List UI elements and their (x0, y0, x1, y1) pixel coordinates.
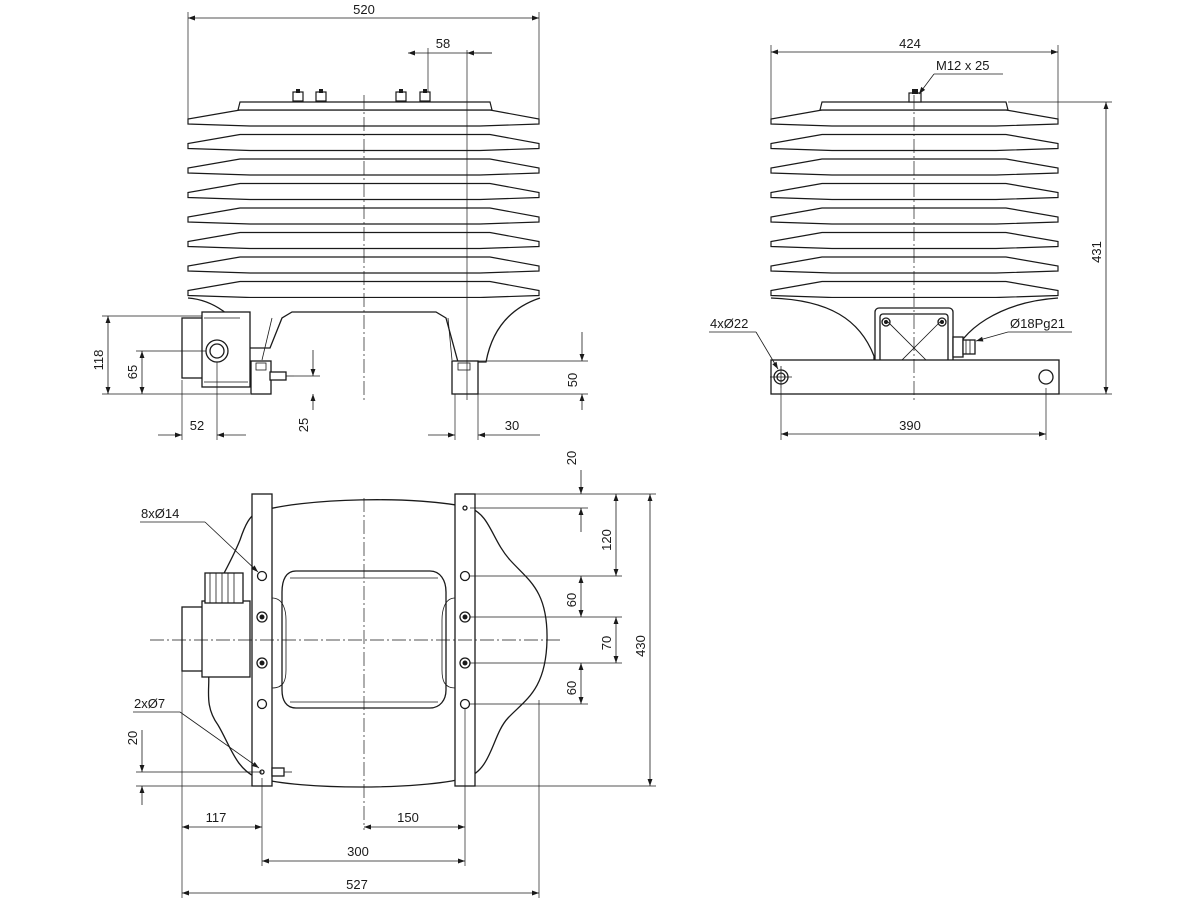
dim-box-offset: 52 (190, 418, 204, 433)
dim-spacing-60b: 60 (564, 681, 579, 695)
shed (187, 109, 540, 127)
dim-box-height: 65 (125, 365, 140, 379)
shed (187, 231, 540, 250)
dim-front-width: 520 (353, 2, 375, 17)
shed (770, 231, 1059, 250)
shed (770, 280, 1059, 299)
top-view: 20 120 60 70 60 430 8xØ14 2xØ7 20 117 15… (125, 451, 656, 898)
side-mount-hole-right (1038, 369, 1054, 385)
side-terminal (908, 92, 922, 103)
label-earth-holes: 2xØ7 (134, 696, 165, 711)
shed (187, 207, 540, 225)
top-terminal-box (181, 572, 251, 678)
dim-box-offset-117: 117 (206, 810, 227, 825)
side-view-sheds (770, 109, 1059, 299)
front-terminals (292, 89, 431, 102)
shed (187, 158, 540, 176)
side-base-plate (770, 359, 1060, 395)
front-earth-bolt (250, 360, 294, 395)
front-foot (451, 360, 479, 395)
dim-front-height: 118 (91, 350, 106, 371)
dim-bottom-offset: 20 (125, 731, 140, 745)
shed (187, 280, 540, 299)
front-view: 520 58 118 65 52 25 50 30 (91, 2, 588, 440)
shed (770, 207, 1059, 225)
shed (770, 109, 1059, 127)
label-top-mount-holes: 8xØ14 (141, 506, 179, 521)
dim-foot-height: 50 (565, 373, 580, 387)
dim-spacing-120: 120 (599, 529, 614, 551)
side-view: 424 M12 x 25 431 4xØ22 Ø18Pg21 390 (709, 36, 1112, 440)
label-gland: Ø18Pg21 (1010, 316, 1065, 331)
dim-foot-width: 30 (505, 418, 519, 433)
front-terminal-box (181, 311, 251, 388)
front-view-sheds (187, 109, 540, 299)
side-cable-gland (952, 336, 976, 358)
shed (770, 158, 1059, 176)
dim-hole-spacing: 390 (899, 418, 921, 433)
shed (187, 182, 540, 201)
shed (187, 256, 540, 274)
front-top-cap (237, 101, 493, 111)
shed (770, 133, 1059, 152)
dim-rail-spacing: 300 (347, 844, 369, 859)
dim-spacing-70: 70 (599, 636, 614, 650)
label-side-mount-holes: 4xØ22 (710, 316, 748, 331)
shed (770, 256, 1059, 274)
dim-bolt-height: 25 (296, 418, 311, 432)
dim-top-depth: 430 (633, 635, 648, 657)
label-thread: M12 x 25 (936, 58, 989, 73)
shed (187, 133, 540, 152)
dim-top-offset: 20 (564, 451, 579, 465)
top-rail-left-holes (256, 570, 268, 775)
shed (770, 182, 1059, 201)
dim-side-height: 431 (1089, 241, 1104, 263)
dim-spacing-60a: 60 (564, 593, 579, 607)
dim-total-width: 527 (346, 877, 368, 892)
dim-center-offset: 150 (397, 810, 419, 825)
dim-side-width: 424 (899, 36, 921, 51)
dim-terminal-offset: 58 (436, 36, 450, 51)
